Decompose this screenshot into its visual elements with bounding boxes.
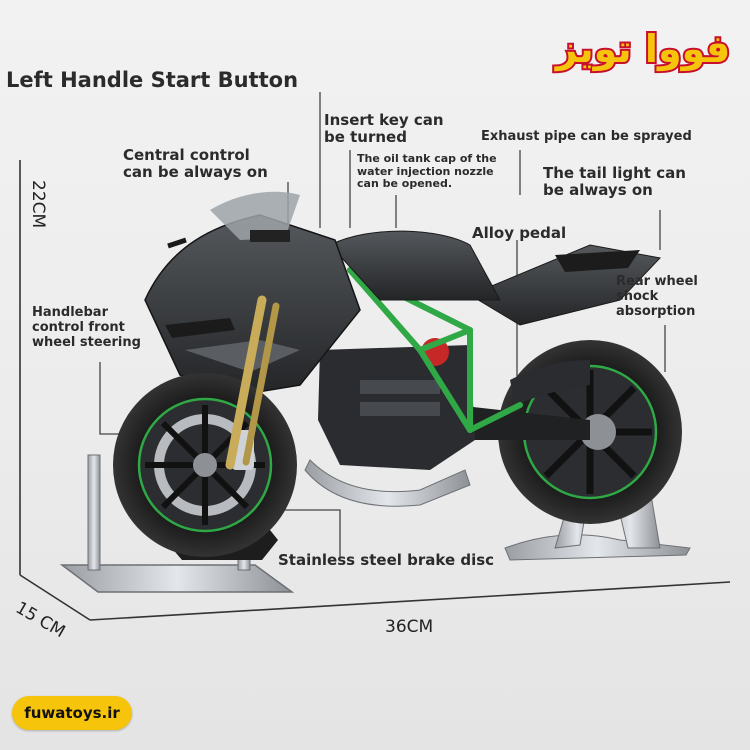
callout-tail-light-line-1: The tail light can bbox=[543, 164, 686, 182]
dimension-length-label: 36CM bbox=[385, 617, 434, 637]
callout-insert-key: Insert key can be turned bbox=[324, 111, 444, 147]
brand-logo-text: فووا تویز bbox=[554, 27, 731, 72]
callout-alloy-pedal: Alloy pedal bbox=[472, 224, 567, 242]
callout-exhaust: Exhaust pipe can be sprayed bbox=[481, 129, 692, 144]
callout-oil-tank-cap-line-2: water injection nozzle bbox=[357, 164, 494, 178]
callout-rear-shock-line-3: absorption bbox=[616, 303, 696, 319]
callout-central-control: Central control can be always on bbox=[123, 146, 268, 182]
front-wheel bbox=[113, 373, 297, 557]
seat bbox=[555, 250, 640, 272]
callout-oil-tank-cap: The oil tank cap of the water injection … bbox=[357, 152, 497, 191]
callout-rear-shock: Rear wheel shock absorption bbox=[616, 274, 698, 320]
website-badge: fuwatoys.ir bbox=[12, 696, 132, 730]
dimension-height-label: 22CM bbox=[28, 180, 48, 229]
callout-brake-disc: Stainless steel brake disc bbox=[278, 551, 495, 569]
callout-rear-shock-line-2: shock bbox=[616, 288, 659, 304]
callout-oil-tank-cap-line-1: The oil tank cap of the bbox=[357, 152, 497, 165]
callout-handlebar-line-1: Handlebar bbox=[32, 305, 108, 320]
callout-handlebar-line-2: control front bbox=[32, 319, 125, 335]
callout-left-handle-start-button: Left Handle Start Button bbox=[6, 68, 299, 92]
front-fork bbox=[225, 230, 290, 470]
callout-central-control-line-1: Central control bbox=[123, 146, 250, 164]
callout-rear-shock-line-1: Rear wheel bbox=[616, 274, 698, 289]
callout-handlebar-line-3: wheel steering bbox=[32, 334, 141, 350]
callout-tail-light-line-2: be always on bbox=[543, 181, 653, 200]
callout-central-control-line-2: can be always on bbox=[123, 163, 268, 182]
brand-logo: فووا تویز bbox=[552, 25, 733, 74]
callout-insert-key-line-1: Insert key can bbox=[324, 111, 444, 129]
swingarm bbox=[455, 405, 590, 440]
callout-oil-tank-cap-line-3: can be opened. bbox=[357, 177, 453, 191]
exhaust-system bbox=[304, 360, 590, 507]
callout-handlebar: Handlebar control front wheel steering bbox=[32, 305, 141, 351]
fuel-tank bbox=[329, 230, 501, 301]
callout-insert-key-line-2: be turned bbox=[324, 128, 407, 147]
dimension-lines bbox=[19, 160, 731, 621]
callout-tail-light: The tail light can be always on bbox=[543, 164, 686, 200]
